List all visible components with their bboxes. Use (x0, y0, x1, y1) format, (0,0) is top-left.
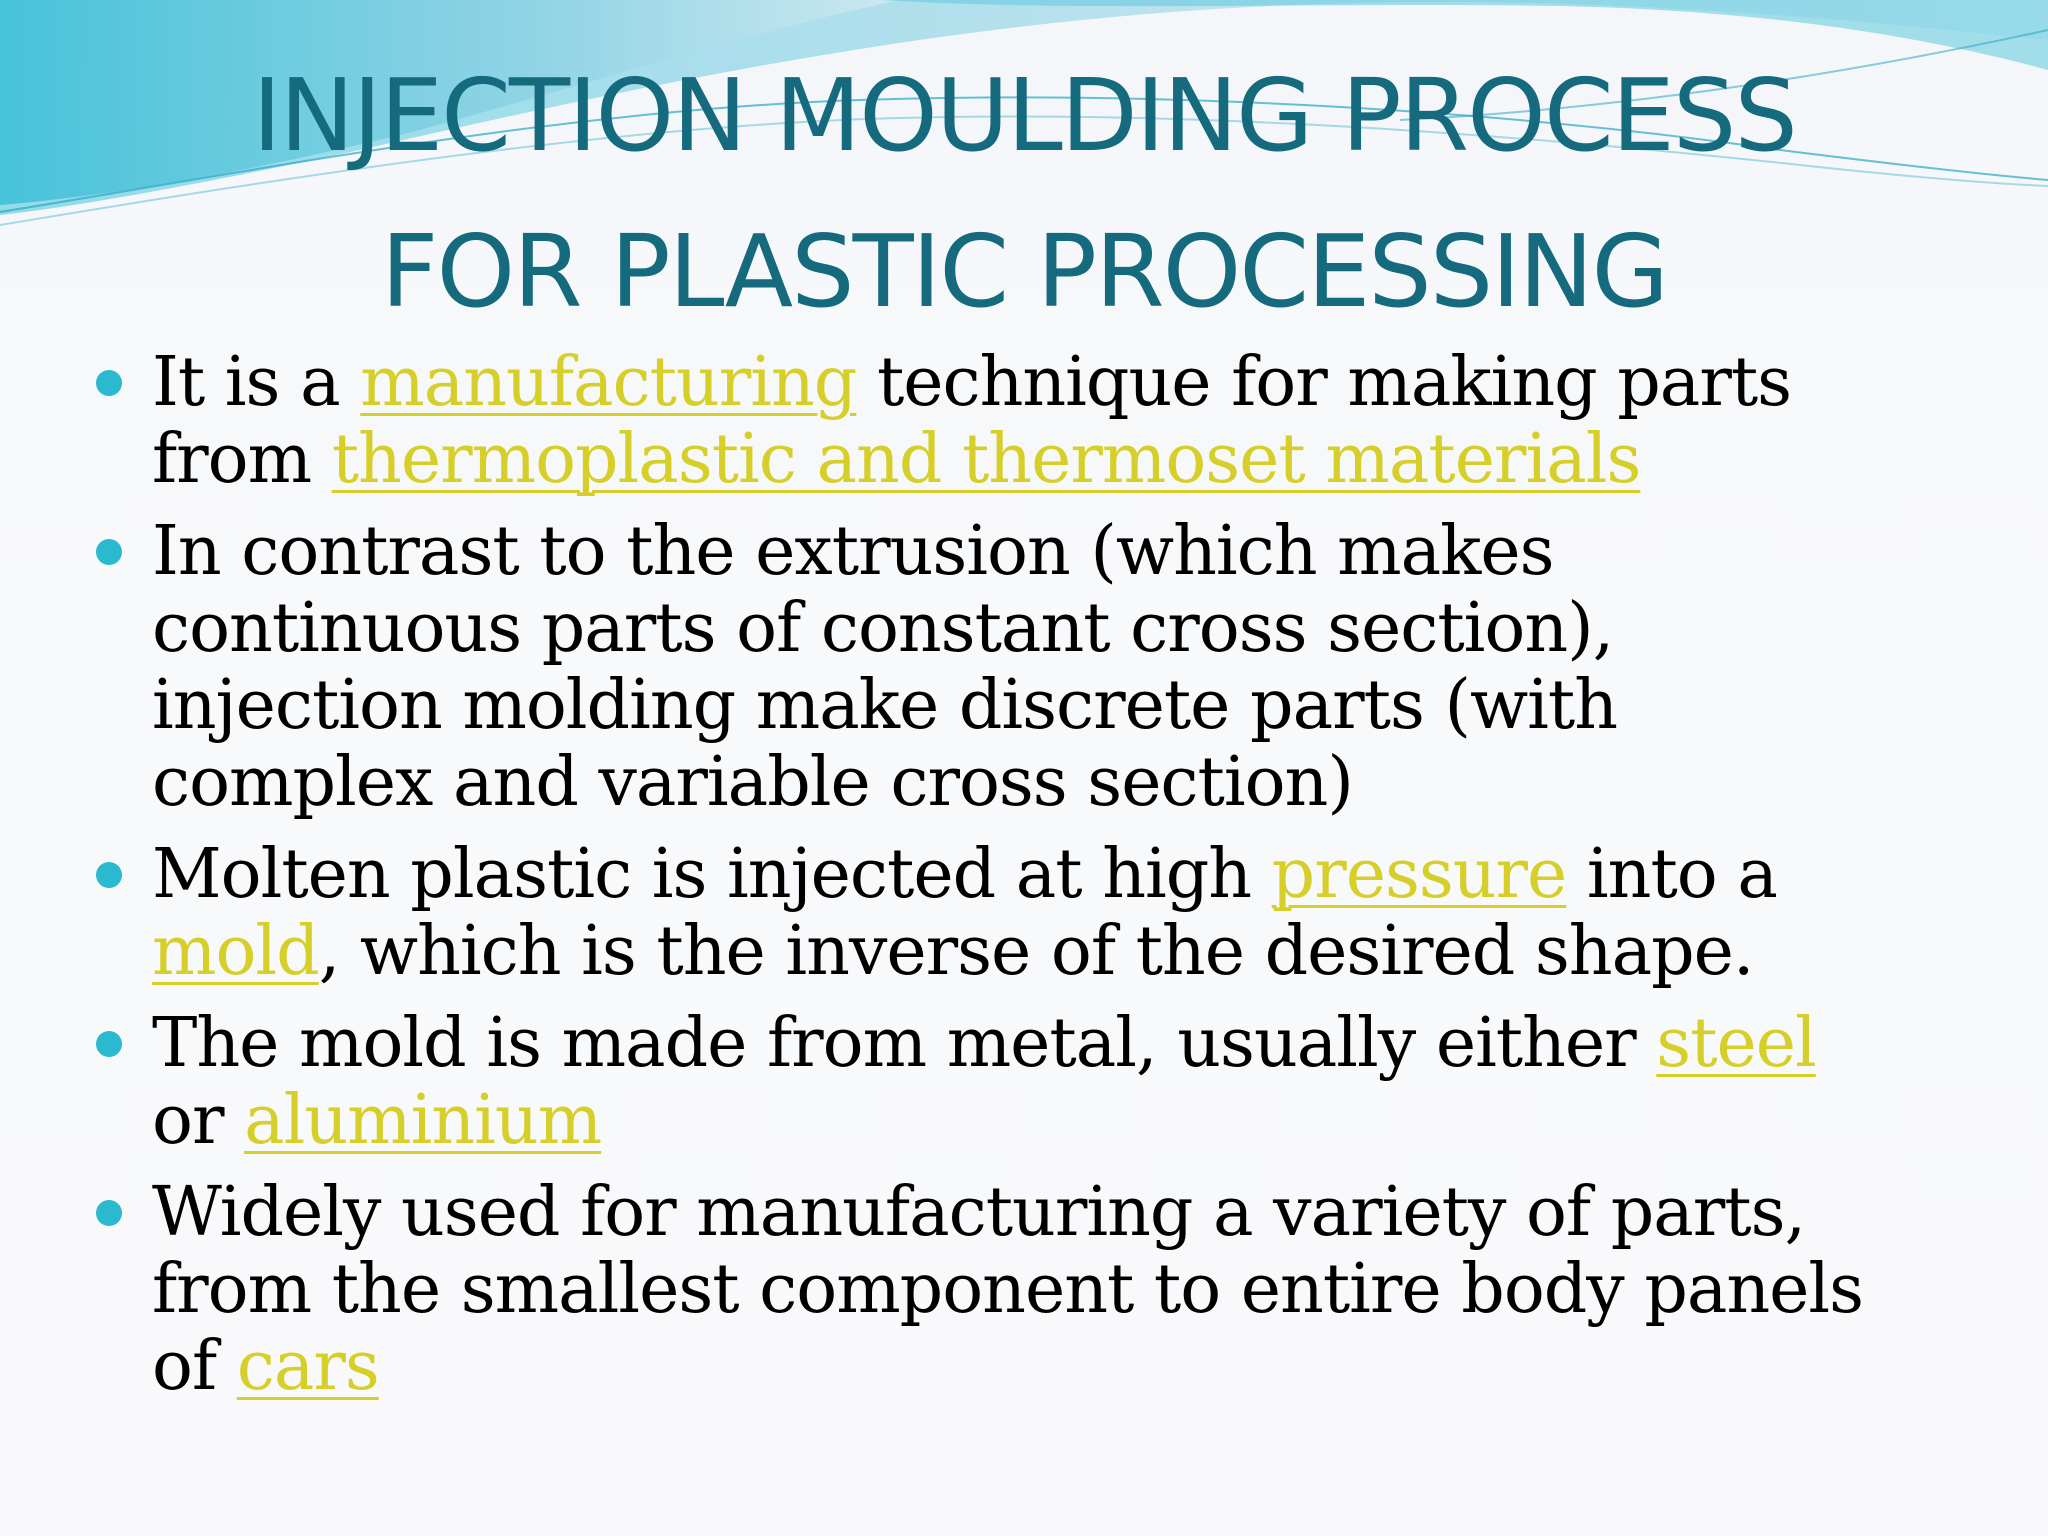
link-steel[interactable]: steel (1656, 1004, 1816, 1083)
title-line-1: INJECTION MOULDING PROCESS (252, 57, 1798, 174)
bullet-item-5: Widely used for manufacturing a variety … (96, 1174, 1996, 1405)
bullet-4-line-1: The mold is made from metal, usually eit… (152, 1004, 1817, 1083)
title-line-2: FOR PLASTIC PROCESSING (380, 213, 1669, 330)
link-cars[interactable]: cars (236, 1327, 380, 1406)
link-thermoplastic-materials[interactable]: thermoplastic and thermoset materials (331, 420, 1642, 499)
header-wave-decoration (0, 0, 2048, 226)
slide-title: INJECTION MOULDING PROCESS FOR PLASTIC P… (0, 38, 2048, 350)
bullet-dot-icon (96, 370, 122, 396)
bullet-5-line-1: Widely used for manufacturing a variety … (152, 1173, 1806, 1252)
bullet-list: It is a manufacturing technique for maki… (96, 344, 1996, 1420)
bullet-item-1: It is a manufacturing technique for maki… (96, 344, 1996, 498)
bullet-5-line-2: from the smallest component to entire bo… (152, 1250, 1864, 1329)
bullet-3-line-1: Molten plastic is injected at high press… (152, 835, 1778, 914)
link-mold[interactable]: mold (152, 912, 320, 991)
bullet-item-4: The mold is made from metal, usually eit… (96, 1005, 1996, 1159)
bullet-item-2: In contrast to the extrusion (which make… (96, 513, 1996, 821)
link-aluminium[interactable]: aluminium (244, 1081, 602, 1160)
link-pressure[interactable]: pressure (1271, 835, 1568, 914)
bullet-1-line-2: from thermoplastic and thermoset materia… (152, 420, 1642, 499)
link-manufacturing[interactable]: manufacturing (360, 343, 857, 422)
bullet-dot-icon (96, 862, 122, 888)
bullet-item-3: Molten plastic is injected at high press… (96, 836, 1996, 990)
bullet-3-line-2: mold, which is the inverse of the desire… (152, 912, 1755, 991)
bullet-dot-icon (96, 539, 122, 565)
bullet-5-line-3: of cars (152, 1327, 380, 1406)
bullet-dot-icon (96, 1031, 122, 1057)
bullet-1-line-1: It is a manufacturing technique for maki… (152, 343, 1792, 422)
bullet-dot-icon (96, 1200, 122, 1226)
bullet-4-line-2: or aluminium (152, 1081, 602, 1160)
bullet-2-line-1: In contrast to the extrusion (which make… (152, 512, 1555, 591)
bullet-2-line-3: injection molding make discrete parts (w… (152, 666, 1618, 745)
bullet-2-line-2: continuous parts of constant cross secti… (152, 589, 1614, 668)
bullet-2-line-4: complex and variable cross section) (152, 743, 1354, 822)
